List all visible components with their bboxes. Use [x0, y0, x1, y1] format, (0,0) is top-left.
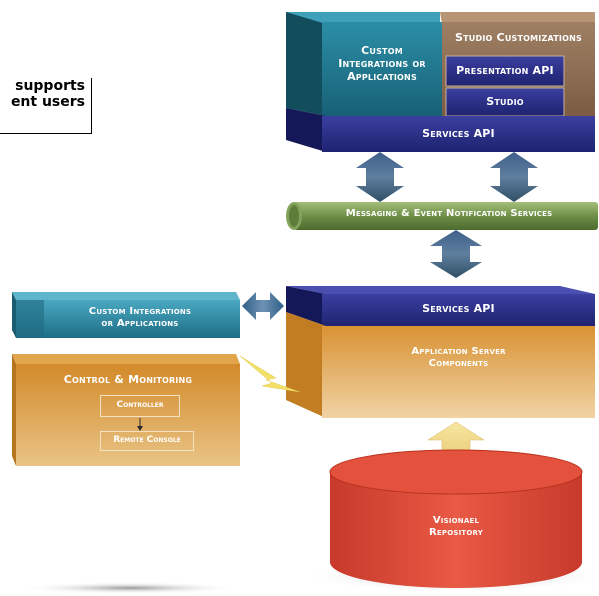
- left-custom-integrations-label: Custom Integrations or Applications: [40, 306, 240, 330]
- left-control-monitoring-block: [16, 364, 240, 466]
- repository-cylinder: [330, 472, 582, 588]
- studio-customizations-label: Studio Customizations: [455, 31, 582, 44]
- label-line: Components: [428, 358, 489, 369]
- top-services-api-bar: [322, 116, 595, 152]
- top-services-api-label: Services API: [422, 127, 495, 140]
- label-line: Application Server: [411, 346, 506, 357]
- app-server-components-label: Application Server Components: [322, 346, 595, 370]
- app-services-api-label: Services API: [422, 302, 495, 315]
- messaging-label: Messaging & Event Notification Services: [345, 208, 553, 219]
- studio-label: Studio: [486, 95, 524, 108]
- top-teal-side: [286, 12, 326, 116]
- left-custom-integrations-block: [16, 300, 240, 338]
- lightning-bolt-icon: [239, 355, 301, 393]
- top-custom-integrations-label: Custom Integrations or Applications: [322, 44, 442, 84]
- presentation-api-block: [445, 55, 565, 87]
- callout-box: supports ent users: [0, 78, 92, 134]
- top-custom-integrations-block: [322, 22, 442, 120]
- presentation-api-label: Presentation API: [456, 64, 554, 77]
- label-line: Repository: [428, 527, 483, 538]
- callout-line-2: ent users: [10, 94, 85, 110]
- double-arrow-horizontal: [242, 292, 284, 320]
- label-line: Integrations or: [338, 57, 426, 71]
- label-line: Applications: [347, 70, 417, 84]
- double-arrow-middle: [430, 230, 482, 278]
- remote-console-box: Remote Console: [100, 431, 194, 451]
- double-arrow-top-right: [490, 152, 538, 202]
- controller-box: Controller: [100, 395, 180, 417]
- double-arrow-top-left: [356, 152, 404, 202]
- control-monitoring-label: Control & Monitoring: [63, 373, 193, 386]
- label-line: or Applications: [101, 318, 179, 329]
- app-services-api-bar: [322, 294, 595, 326]
- label-line: Visionael: [432, 515, 480, 526]
- app-server-components-block: [322, 326, 595, 418]
- label-line: Custom Integrations: [88, 306, 192, 317]
- messaging-pipe: [294, 202, 598, 230]
- label-line: Custom: [361, 44, 403, 57]
- repository-label: Visionael Repository: [330, 515, 582, 539]
- callout-line-1: supports: [15, 78, 85, 94]
